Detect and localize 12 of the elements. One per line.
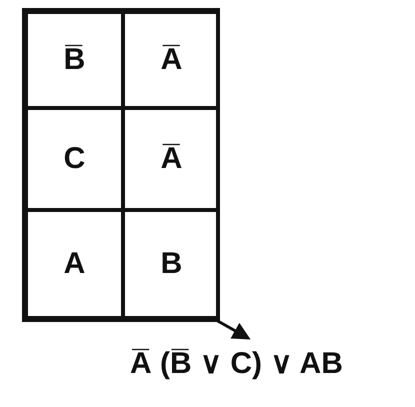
table-cell [26,108,123,210]
cell-text: A̅ [160,42,182,78]
cell-text: A [64,246,86,282]
cell-text: B [160,246,182,282]
cell-text: C [64,141,86,177]
boolean-expression: A̅ (B̅ ∨ C) ∨ AB [130,346,343,382]
arrow [215,318,251,340]
cell-text: A̅ [160,141,182,177]
table-grid [22,8,220,322]
table-cell [26,12,123,108]
cell-text: B̅ [64,42,86,78]
table-cell [26,210,123,318]
